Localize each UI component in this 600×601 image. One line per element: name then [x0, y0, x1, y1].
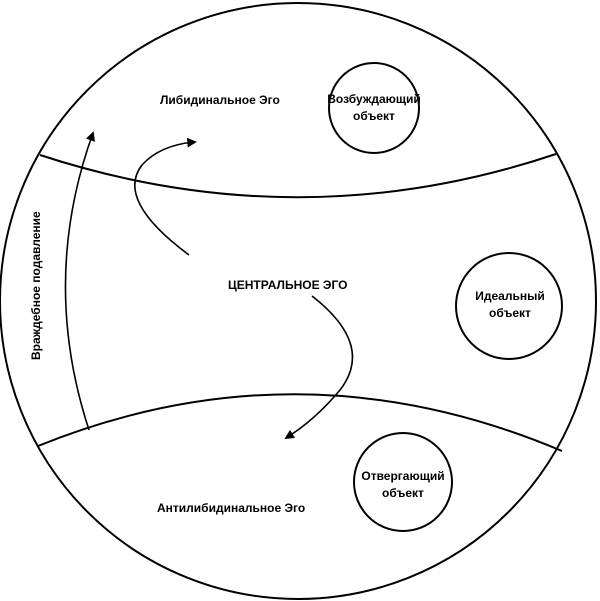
- ideal-object: Идеальный объект: [455, 252, 563, 360]
- exciting-object-label-line2: объект: [353, 109, 395, 123]
- rejecting-object-label-line1: Отвергающий: [361, 469, 444, 483]
- exciting-object-label-line1: Возбуждающий: [327, 92, 421, 106]
- central-to-antilibidinal-arrow: [284, 295, 354, 440]
- ideal-object-label-line1: Идеальный: [475, 289, 544, 303]
- antilibidinal-ego-label: Антилибидинальное Эго: [157, 501, 305, 515]
- exciting-object: Возбуждающий объект: [327, 62, 421, 154]
- hostile-repression-label: Враждебное подавление: [29, 211, 43, 360]
- exciting-object-circle: [328, 62, 420, 154]
- central-to-libidinal-arrow: [134, 137, 197, 256]
- upper-boundary-curve: [39, 153, 557, 199]
- libidinal-ego-label: Либидинальное Эго: [160, 93, 280, 107]
- rejecting-object: Отвергающий объект: [353, 432, 453, 532]
- lower-boundary-curve: [37, 393, 563, 452]
- ideal-object-label-line2: объект: [489, 306, 531, 320]
- rejecting-object-label-line2: объект: [382, 486, 424, 500]
- rejecting-object-circle: [353, 432, 453, 532]
- hostile-repression-arc: [64, 131, 95, 431]
- ideal-object-circle: [455, 252, 563, 360]
- central-ego-label: ЦЕНТРАЛЬНОЕ ЭГО: [228, 278, 347, 292]
